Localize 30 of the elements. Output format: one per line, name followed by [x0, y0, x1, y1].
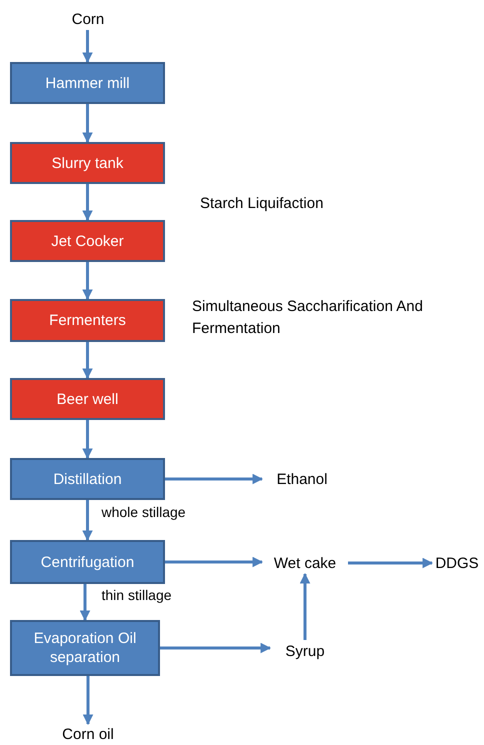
- arrow: [82, 262, 93, 300]
- arrow: [348, 558, 434, 568]
- stage-note: Simultaneous Saccharification And Fermentation: [192, 297, 424, 339]
- arrow: [82, 30, 93, 64]
- flow-text: Syrup: [270, 640, 340, 662]
- arrow: [82, 420, 93, 460]
- arrow: [165, 474, 264, 484]
- process-box: Hammer mill: [10, 62, 165, 104]
- flow-text: Corn: [58, 8, 118, 30]
- process-box: Slurry tank: [10, 142, 165, 184]
- arrow: [82, 676, 94, 726]
- arrow: [165, 556, 264, 568]
- arrow: [80, 584, 90, 622]
- arrow: [82, 500, 93, 542]
- arrow: [82, 184, 93, 222]
- process-box: Fermenters: [10, 299, 165, 342]
- process-box: Beer well: [10, 378, 165, 420]
- flow-text: Wet cake: [262, 552, 348, 574]
- flow-text: Corn oil: [48, 724, 128, 744]
- arrow: [82, 104, 93, 144]
- arrow: [82, 342, 93, 380]
- process-box: Centrifugation: [10, 540, 165, 584]
- flow-text: Ethanol: [262, 468, 342, 490]
- process-box: Jet Cooker: [10, 220, 165, 262]
- flow-text: DDGS: [432, 552, 482, 574]
- stage-note: Starch Liquifaction: [200, 194, 324, 214]
- arrow: [160, 642, 272, 654]
- process-box: Distillation: [10, 458, 165, 500]
- process-box: Evaporation Oil separation: [10, 620, 160, 676]
- arrow: [300, 572, 310, 640]
